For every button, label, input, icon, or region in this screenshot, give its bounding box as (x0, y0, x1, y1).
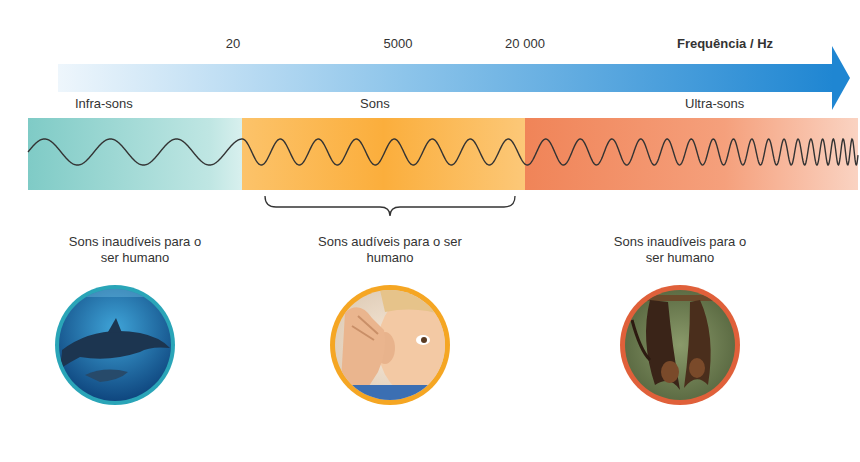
audible-bracket (265, 196, 515, 216)
frequency-arrow-bar (58, 64, 834, 92)
band-name: Infra-sons (75, 96, 133, 112)
frequency-band: Ultra-sons (525, 94, 858, 190)
axis-value: 20 (213, 36, 253, 52)
axis-title: Frequência / Hz (650, 36, 800, 52)
axis-value: 20 000 (490, 36, 560, 52)
sound-wave (28, 139, 858, 165)
child-picture (330, 285, 458, 405)
band-description: Sons audíveis para o ser humano (315, 234, 465, 266)
bat-picture (620, 285, 740, 405)
band-name: Ultra-sons (685, 96, 744, 112)
band-name: Sons (360, 96, 390, 112)
frequency-arrow-head (832, 46, 850, 110)
band-description: Sons inaudíveis para o ser humano (65, 234, 205, 266)
frequency-band: Infra-sons (28, 94, 242, 190)
band-description: Sons inaudíveis para o ser humano (605, 234, 755, 266)
dolphin-picture (55, 285, 175, 405)
axis-value: 5000 (368, 36, 428, 52)
band-strip (28, 118, 242, 190)
